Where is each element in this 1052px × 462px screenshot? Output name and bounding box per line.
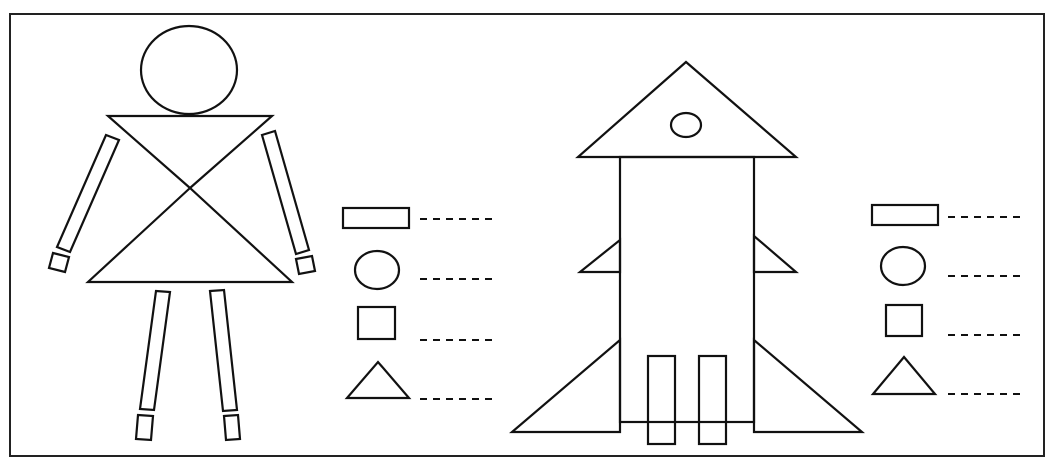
rocket-left-large-fin-triangle [509,337,622,434]
rocket-nose-triangle [575,60,799,159]
robot-upper-triangle [105,114,275,190]
rocket-window-circle [669,111,703,139]
robot-left-leg-rectangle [138,289,172,412]
legend-rectangle-icon [870,203,940,227]
legend-square-icon [884,303,924,338]
rocket-right-small-fin-triangle [752,233,799,274]
legend-circle-icon [353,249,401,291]
rocket-body-rectangle [618,155,756,424]
outer-frame [9,13,1045,457]
legend-triangle-icon [344,360,412,400]
robot-shape-legend [341,206,494,400]
legend-rectangle-icon [341,206,411,230]
legend-square-icon [356,305,397,341]
legend-circle-icon [879,245,927,287]
robot-left-hand-square [47,251,71,274]
robot-right-leg-rectangle [208,288,239,413]
robot-right-hand-square [294,254,317,276]
rocket-figure [509,60,865,446]
rocket-right-large-fin-triangle [752,337,865,434]
robot-left-foot-square [134,413,155,442]
rocket-left-small-fin-triangle [576,237,622,274]
rocket-shape-legend [870,203,1022,396]
robot-left-arm-rectangle [55,133,121,254]
legend-triangle-icon [870,355,938,396]
robot-figure [47,24,317,442]
robot-right-foot-square [222,413,242,442]
robot-right-arm-rectangle [260,129,311,256]
robot-lower-triangle [85,186,295,284]
robot-head-circle [139,24,239,116]
rocket-right-nozzle-rectangle [697,354,728,446]
rocket-left-nozzle-rectangle [646,354,677,446]
